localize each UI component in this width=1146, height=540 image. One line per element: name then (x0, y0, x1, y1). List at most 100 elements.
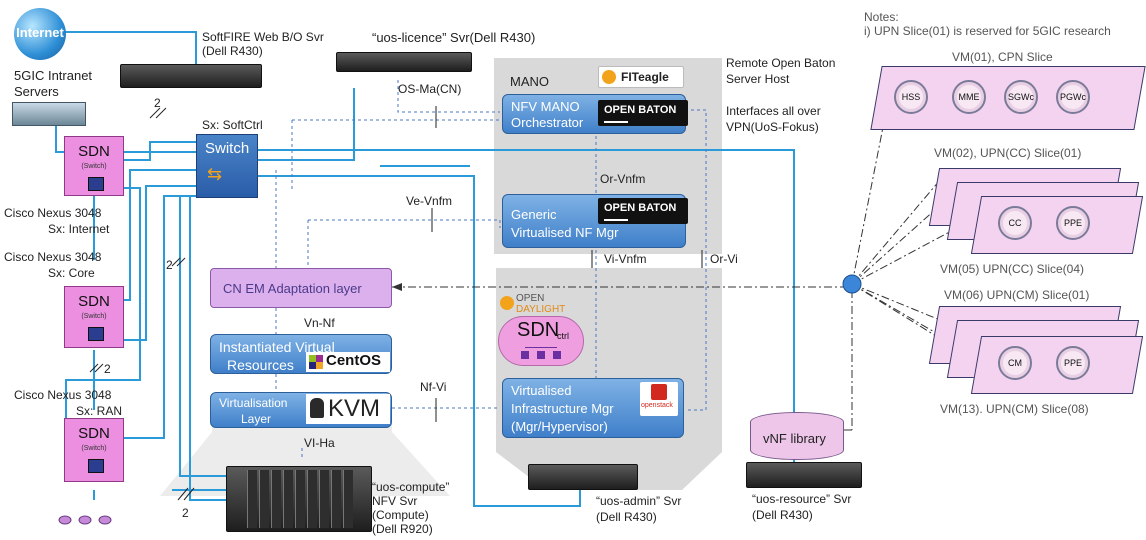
compute-server-icon (226, 466, 372, 532)
cm-node: CM (998, 346, 1032, 380)
nf-vi-label: Nf-Vi (420, 380, 447, 394)
ppe-node: PPE (1056, 346, 1090, 380)
client-dots (58, 515, 112, 525)
mano-label: MANO (510, 74, 549, 89)
hss-node: HSS (894, 80, 928, 114)
intranet-line1: 5GIC Intranet (14, 68, 93, 83)
sdnctrl-sub: ctrl (557, 331, 569, 341)
notes-heading: Notes: (864, 10, 899, 24)
nfvo-line1: NFV MANO (511, 99, 580, 114)
sdn1-name1: Cisco Nexus 3048 (4, 250, 102, 264)
pgwc-node: PGWc (1056, 80, 1090, 114)
centos-icon (309, 355, 323, 369)
remote-line1: Remote Open Baton (726, 56, 836, 70)
vnf-library-database: vNF library (750, 412, 844, 460)
switch-icon (88, 327, 104, 341)
upn-cm-last: VM(13). UPN(CM) Slice(08) (940, 402, 1089, 416)
interface-ticks (89, 106, 703, 501)
remote-line3: Interfaces all over (726, 104, 821, 118)
sdn2-name2: Sx: RAN (76, 404, 123, 418)
sdn-label: SDN (78, 293, 110, 310)
remote-line2: Server Host (726, 72, 790, 86)
openstack-icon (651, 384, 667, 400)
inst-line1: Instantiated Virtual (219, 339, 335, 355)
odl-line1: OPEN (516, 293, 545, 304)
sdn-switch-core: SDN (Switch) (64, 286, 124, 348)
hub-node (842, 274, 862, 294)
centos-label: CentOS (326, 352, 382, 369)
vim-line2: Infrastructure Mgr (511, 401, 614, 416)
softfire-label-1: SoftFIRE Web B/O Svr (202, 30, 324, 44)
penguin-icon (310, 398, 324, 418)
instantiated-resources-box: Instantiated Virtual Resources (210, 334, 392, 374)
fiteagle-logo: FITeagle (598, 66, 684, 88)
virt-line1: Virtualisation (219, 396, 288, 410)
openbaton-badge-vnfm: OPEN BATON (598, 198, 688, 224)
sdn-sub: (Switch) (81, 313, 107, 320)
sdn-controller: SDN ctrl (498, 316, 584, 366)
switch-icon (88, 177, 104, 191)
link-count: 2 (104, 362, 111, 376)
cn-em-adaptation-layer: CN EM Adaptation layer (210, 268, 392, 308)
sdn0-name2: Sx: Internet (48, 222, 110, 236)
virt-line2: Layer (241, 412, 272, 426)
centos-logo: CentOS (306, 352, 390, 372)
vi-vnfm-label: Vi-Vnfm (604, 252, 647, 266)
physical-links (55, 31, 795, 507)
kvm-logo: KVM (306, 394, 390, 424)
admin-line1: “uos-admin” Svr (596, 494, 682, 508)
link-count: 2 (182, 506, 189, 520)
upn-cm-title: VM(06) UPN(CM) Slice(01) (944, 288, 1090, 302)
openbaton-badge-nfvo: OPEN BATON (598, 100, 688, 126)
opendaylight-icon (500, 296, 514, 310)
switch-box: Switch ⇆ (196, 134, 258, 198)
sgwc-node: SGWc (1004, 80, 1038, 114)
link-count: 2 (154, 96, 161, 110)
switch-icon (88, 459, 104, 473)
network-icon (521, 347, 561, 359)
ppe-node: PPE (1056, 206, 1090, 240)
sdn-sub: (Switch) (81, 445, 107, 452)
openstack-label: openstack (641, 402, 673, 409)
fiteagle-label: FITeagle (621, 70, 669, 84)
mme-node: MME (952, 80, 986, 114)
switch-label: Switch (205, 140, 250, 157)
vnfm-line1: Generic (511, 207, 557, 222)
vn-nf-label: Vn-Nf (304, 316, 335, 330)
cpn-slice-title: VM(01), CPN Slice (952, 50, 1053, 64)
compute-line4: (Dell R920) (372, 522, 433, 536)
intranet-line2: Servers (14, 84, 59, 99)
cn-em-label: CN EM Adaptation layer (223, 281, 362, 296)
vnf-library-label: vNF library (763, 431, 826, 446)
licence-label: “uos-licence” Svr(Dell R430) (372, 30, 536, 45)
upn-cc-last: VM(05) UPN(CC) Slice(04) (940, 262, 1085, 276)
softfire-label-2: (Dell R430) (202, 44, 263, 58)
control-links (275, 80, 707, 460)
softfire-server-icon (120, 64, 262, 88)
sdn-switch-internet: SDN (Switch) (64, 136, 124, 196)
sdn2-name1: Cisco Nexus 3048 (14, 388, 112, 402)
admin-line2: (Dell R430) (596, 510, 657, 524)
sdn-switch-ran: SDN (Switch) (64, 418, 124, 482)
vim-line1: Virtualised (511, 383, 572, 398)
vnfm-line2: Virtualised NF Mgr (511, 225, 619, 240)
admin-server-icon (528, 464, 638, 490)
nfvo-line2: Orchestrator (511, 115, 584, 130)
internet-label: Internet (16, 25, 64, 40)
sdn1-name2: Sx: Core (48, 266, 95, 280)
resource-server-icon (746, 462, 862, 488)
or-vnfm-label: Or-Vnfm (600, 172, 646, 186)
or-vi-label: Or-Vi (710, 252, 738, 266)
sdn-label: SDN (78, 425, 110, 442)
openstack-logo: openstack (640, 382, 678, 416)
resource-line2: (Dell R430) (752, 508, 813, 522)
compute-line2: NFV Svr (372, 494, 418, 508)
sdnctrl-label: SDN (517, 319, 560, 341)
inst-line2: Resources (227, 357, 294, 373)
compute-line1: “uos-compute” (372, 480, 450, 494)
internet-globe-icon (14, 8, 66, 60)
switch-title: Sx: SoftCtrl (202, 118, 263, 132)
vi-ha-label: VI-Ha (304, 436, 335, 450)
vim-line3: (Mgr/Hypervisor) (511, 419, 608, 434)
